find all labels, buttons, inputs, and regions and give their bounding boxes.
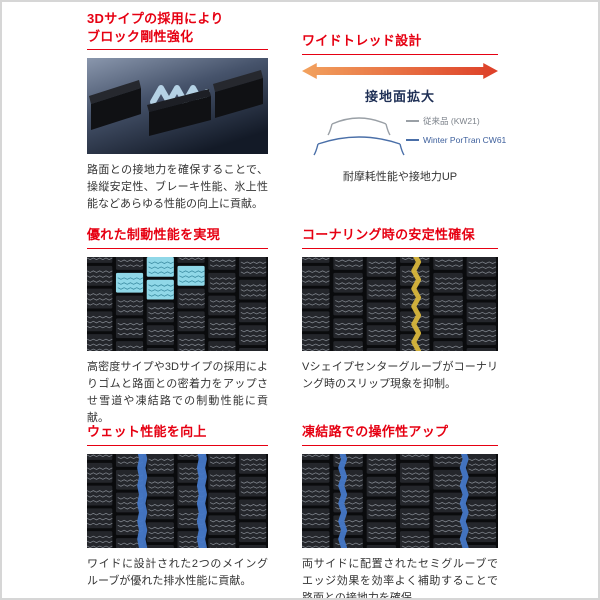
title-line-2: ブロック剛性強化 — [87, 28, 194, 44]
wide-tread-caption: 耐摩耗性能や接地力UP — [342, 170, 458, 183]
section-ice-body: 両サイドに配置されたセミグルーブでエッジ効果を効率よく補助することで路面との接地… — [302, 557, 498, 600]
section-wide-tread: ワイドトレッド設計 接地面拡大 — [302, 32, 506, 184]
title-text: コーナリング時の安定性確保 — [302, 227, 475, 242]
section-wide-tread-title: ワイドトレッド設計 — [302, 32, 498, 55]
legend-swatch-gray — [406, 119, 419, 122]
section-cornering: コーナリング時の安定性確保 Vシェイプセンターグルーブがコーナリング時のスリップ… — [302, 226, 498, 393]
profile-legend: 従来品 (KW21) Winter PorTran CW61 — [406, 110, 506, 145]
section-braking: 優れた制動性能を実現 高密度サイプや3Dサイプの採用によりゴムと路面との密着力を… — [87, 226, 268, 427]
section-wet-title: ウェット性能を向上 — [87, 423, 268, 446]
section-wet-body: ワイドに設計された2つのメイングルーブが優れた排水性能に貢献。 — [87, 557, 268, 587]
title-text: ウェット性能を向上 — [87, 424, 207, 439]
section-3d-sipe: 3Dサイプの採用によりブロック剛性強化 路 — [87, 10, 268, 213]
section-cornering-title: コーナリング時の安定性確保 — [302, 226, 498, 249]
title-text: ワイドトレッド設計 — [302, 33, 422, 48]
cornering-tread-image — [302, 256, 498, 351]
title-text: 優れた制動性能を実現 — [87, 227, 221, 242]
wet-tread-image — [87, 453, 268, 548]
profile-curves-graphic — [313, 116, 405, 155]
ice-tread-image — [302, 453, 498, 548]
section-3d-sipe-title: 3Dサイプの採用によりブロック剛性強化 — [87, 10, 268, 51]
section-braking-body: 高密度サイプや3Dサイプの採用によりゴムと路面との密着力をアップさせ雪道や凍結路… — [87, 360, 268, 424]
tread-profile-diagram: 従来品 (KW21) Winter PorTran CW61 — [302, 110, 506, 160]
3d-sipe-illustration — [87, 58, 268, 155]
legend-label: 従来品 (KW21) — [423, 115, 480, 126]
3d-sipe-block-graphic — [87, 58, 268, 155]
section-ice-title: 凍結路での操作性アップ — [302, 423, 498, 446]
braking-tread-image — [87, 256, 268, 351]
double-arrow-icon — [302, 62, 498, 79]
legend-swatch-blue — [406, 138, 419, 141]
legend-item-conventional: 従来品 (KW21) — [406, 115, 506, 127]
section-braking-title: 優れた制動性能を実現 — [87, 226, 268, 249]
contact-area-arrow — [302, 62, 498, 84]
title-line-1: 3Dサイプの採用により — [87, 11, 224, 26]
arrow-label: 接地面拡大 — [364, 88, 435, 104]
section-cornering-body: Vシェイプセンターグルーブがコーナリング時のスリップ現象を抑制。 — [302, 360, 498, 390]
section-ice: 凍結路での操作性アップ 両サイドに配置されたセミグルーブでエッジ効果を効率よく補… — [302, 423, 498, 600]
legend-item-cw61: Winter PorTran CW61 — [406, 135, 506, 145]
section-3d-sipe-body: 路面との接地力を確保することで、操縦安定性、ブレーキ性能、氷上性能などあらゆる性… — [87, 164, 268, 211]
legend-label: Winter PorTran CW61 — [423, 134, 507, 145]
section-wet: ウェット性能を向上 ワイドに設計された2つのメイングルーブが優れた排水性能に貢献… — [87, 423, 268, 590]
title-text: 凍結路での操作性アップ — [302, 424, 449, 439]
